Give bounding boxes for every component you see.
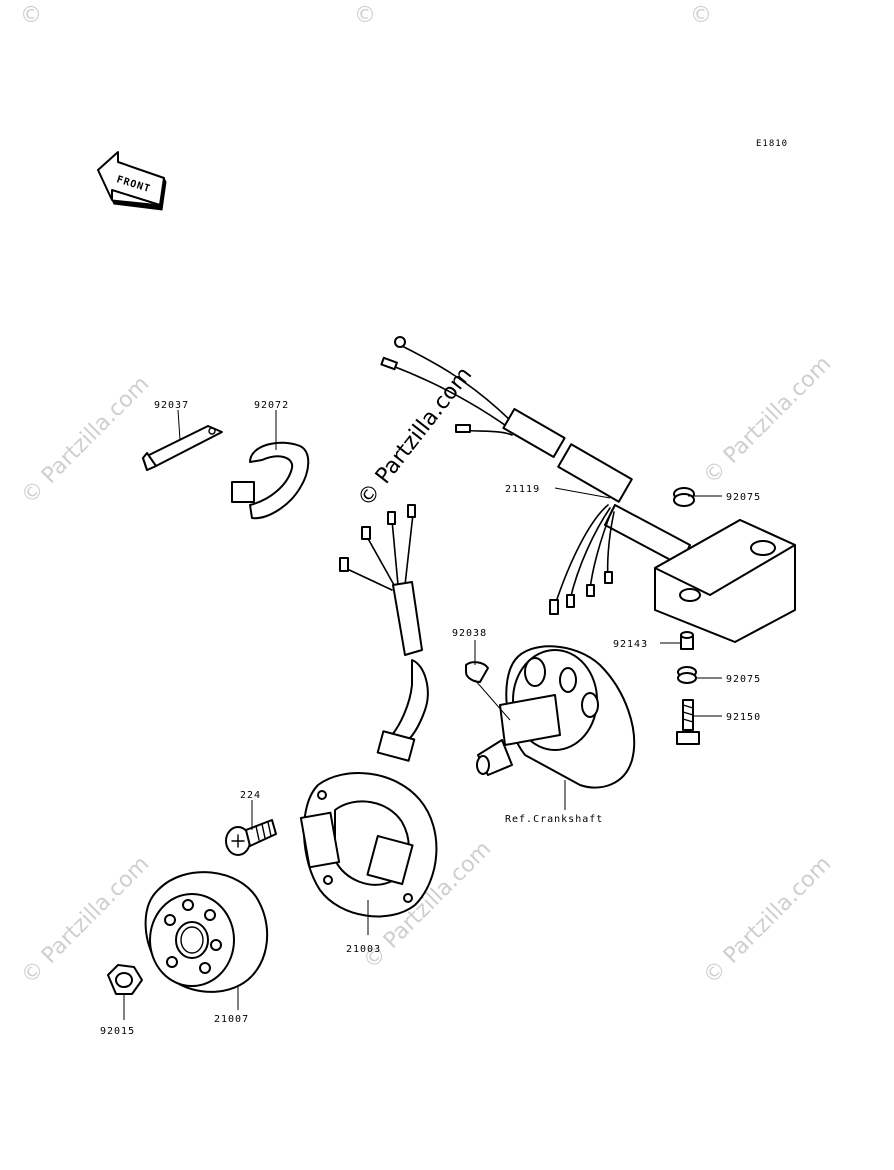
band-92072 — [231, 441, 310, 520]
clamp-92037 — [142, 425, 223, 471]
nut-92015 — [107, 964, 143, 995]
watermark-1: © Partzilla.com — [17, 372, 155, 510]
corner-watermarks: © © © — [20, 3, 712, 28]
callout-21119: 21119 — [505, 484, 540, 495]
callout-92015: 92015 — [100, 1026, 135, 1037]
watermark-main: © Partzilla.com — [353, 363, 477, 512]
callout-92072: 92072 — [254, 400, 289, 411]
callout-92038: 92038 — [452, 628, 487, 639]
grommet-92075-lower — [677, 666, 697, 684]
wiring-harness-21119 — [380, 336, 691, 615]
callout-92143: 92143 — [613, 639, 648, 650]
collar-92143 — [680, 631, 694, 650]
callout-92075-lower: 92075 — [726, 674, 761, 685]
corner-watermark-center: © — [354, 3, 376, 28]
cdi-unit — [654, 519, 796, 643]
corner-watermark-left: © — [20, 3, 42, 28]
callout-21003: 21003 — [346, 944, 381, 955]
bolt-92150 — [676, 699, 700, 745]
leader-lines — [123, 409, 722, 1020]
callout-ref-crankshaft: Ref.Crankshaft — [505, 814, 603, 825]
flywheel-21007 — [144, 871, 269, 993]
screw-224 — [225, 819, 277, 856]
diagram-code: E1810 — [756, 139, 788, 149]
watermark-5: © Partzilla.com — [699, 852, 837, 990]
front-arrow-icon: FRONT — [97, 151, 167, 211]
corner-watermark-right: © — [690, 3, 712, 28]
callout-92150: 92150 — [726, 712, 761, 723]
watermark-2: © Partzilla.com — [699, 352, 837, 490]
stator-21003 — [299, 504, 438, 918]
grommet-92075-top — [673, 487, 695, 507]
repeat-watermarks: © Partzilla.com © Partzilla.com © Partzi… — [17, 352, 837, 990]
callout-92075-top: 92075 — [726, 492, 761, 503]
callout-92037: 92037 — [154, 400, 189, 411]
callout-21007: 21007 — [214, 1014, 249, 1025]
key-92038 — [465, 661, 489, 683]
crankshaft — [476, 645, 636, 789]
callout-224: 224 — [240, 790, 261, 801]
callout-labels: 92037 92072 21119 92075 92038 92143 9207… — [100, 400, 761, 1037]
